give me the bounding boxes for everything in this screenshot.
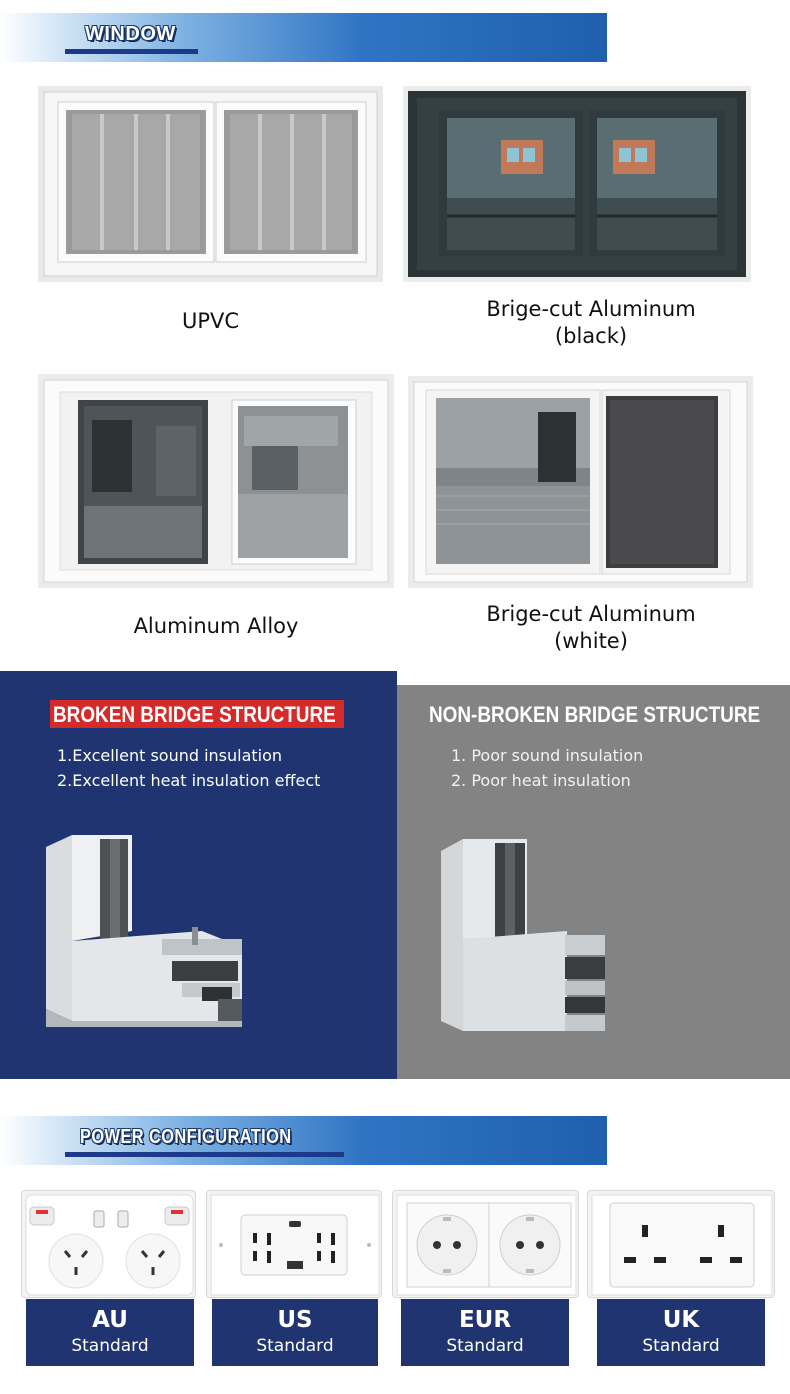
standard-code: EUR [458,1307,512,1333]
socket-image-au [21,1190,196,1298]
non-broken-bridge-panel: NON-BROKEN BRIDGE STRUCTURE 1. Poor soun… [397,685,790,1079]
window-image-bridge-cut-black [403,86,751,282]
power-section-title: POWER CONFIGURATION [80,1126,292,1148]
window-label-line: (black) [554,324,628,348]
banner-underline [65,1152,344,1157]
standard-code: US [277,1307,313,1333]
window-label-bridge-cut-black: Brige-cut Aluminum (black) [403,296,779,350]
standard-code: AU [92,1307,128,1333]
standard-card-eur: EUR Standard [401,1299,569,1366]
window-label-aluminum-alloy: Aluminum Alloy [30,613,402,640]
socket-image-us [206,1190,382,1298]
window-label-bridge-cut-white: Brige-cut Aluminum (white) [403,601,779,655]
window-label-line: Brige-cut Aluminum [486,602,696,626]
window-image-bridge-cut-white [408,376,753,588]
broken-title-highlight [50,700,344,728]
socket-image-uk [587,1190,775,1298]
window-section-title: WINDOW [85,23,176,45]
standard-word: Standard [256,1336,334,1356]
banner-underline [65,49,198,54]
broken-bridge-title: BROKEN BRIDGE STRUCTURE [53,702,336,727]
socket-image-eur [392,1190,579,1298]
power-section-banner: POWER CONFIGURATION [0,1116,607,1165]
non-broken-bridge-title: NON-BROKEN BRIDGE STRUCTURE [429,702,761,727]
standard-word: Standard [446,1336,524,1356]
standard-card-uk: UK Standard [597,1299,765,1366]
window-label-line: Brige-cut Aluminum [486,297,696,321]
non-broken-point-2: 2. Poor heat insulation [451,771,631,790]
non-broken-bridge-profile-image [441,839,605,1031]
window-label-line: UPVC [181,309,240,333]
window-image-aluminum-alloy [38,374,394,588]
broken-point-1: 1.Excellent sound insulation [57,746,283,765]
window-section-banner: WINDOW [0,13,607,62]
window-label-line: Aluminum Alloy [133,614,299,638]
standard-card-us: US Standard [212,1299,378,1366]
standard-word: Standard [642,1336,720,1356]
window-label-line: (white) [554,629,628,653]
standard-code: UK [662,1307,700,1333]
broken-bridge-profile-image [46,835,242,1027]
window-image-upvc [38,86,383,282]
non-broken-point-1: 1. Poor sound insulation [451,746,644,765]
broken-bridge-panel: BROKEN BRIDGE STRUCTURE 1.Excellent soun… [0,671,397,1079]
window-label-upvc: UPVC [38,308,383,335]
standard-word: Standard [71,1336,149,1356]
broken-point-2: 2.Excellent heat insulation effect [57,771,321,790]
standard-card-au: AU Standard [26,1299,194,1366]
